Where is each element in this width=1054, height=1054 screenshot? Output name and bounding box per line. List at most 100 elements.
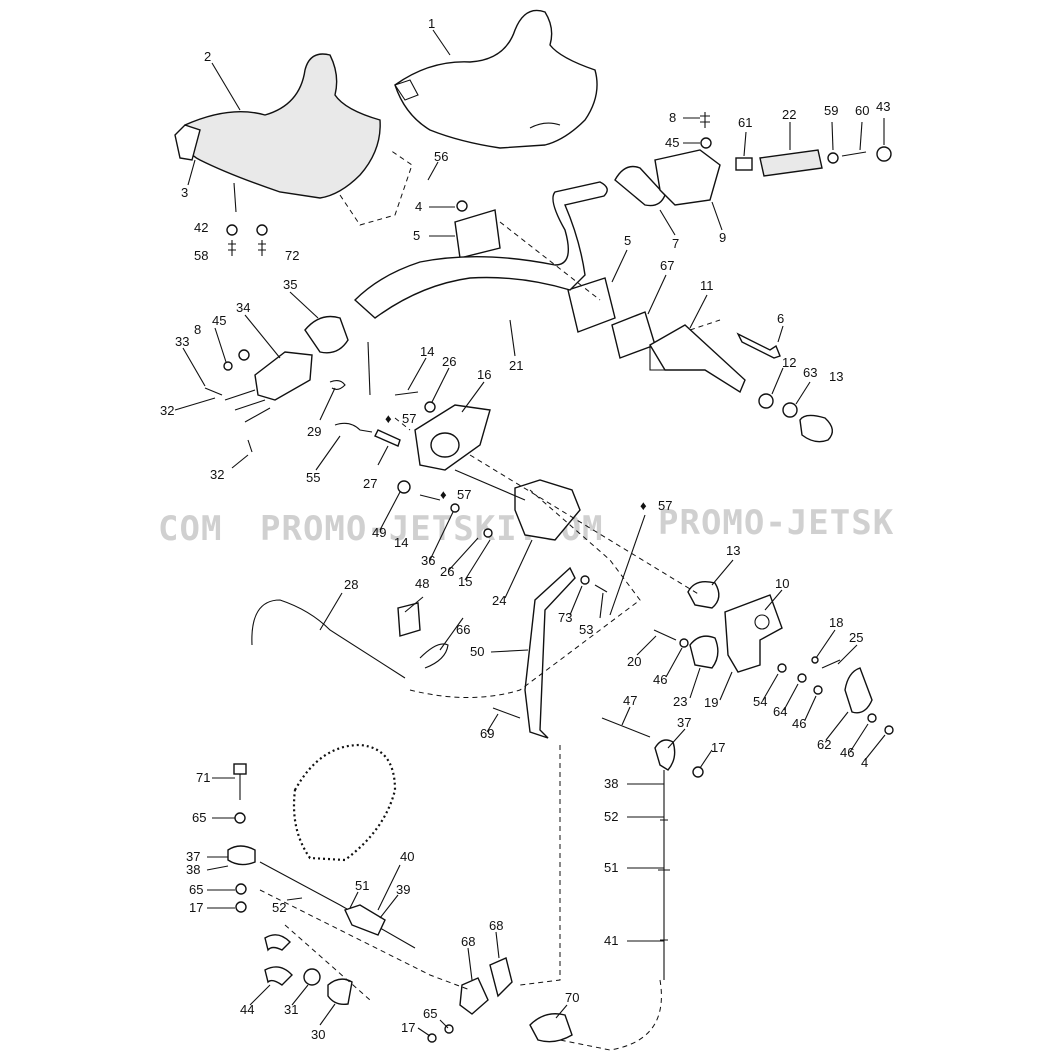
grip-22 <box>759 149 823 177</box>
label-50: 50 <box>470 644 484 659</box>
label-5-upper: 5 <box>413 228 420 243</box>
label-30: 30 <box>311 1027 325 1042</box>
label-61: 61 <box>738 115 752 130</box>
washer-46-left <box>679 638 689 648</box>
nut-4 <box>456 200 468 212</box>
label-52-left: 52 <box>272 900 286 915</box>
washer-42a <box>226 224 238 236</box>
label-27: 27 <box>363 476 377 491</box>
nut-17-right <box>692 766 704 778</box>
parts-art <box>174 9 894 1051</box>
label-62: 62 <box>817 737 831 752</box>
steering-cable-51 <box>259 861 416 949</box>
rod-upper <box>367 341 371 396</box>
drop-symbols: ♦ ♦ ♦ <box>385 411 647 513</box>
washer-73 <box>580 575 590 585</box>
clamp-5-lower <box>567 277 616 333</box>
clip-49 <box>397 480 411 494</box>
label-17-right: 17 <box>711 740 725 755</box>
label-33: 33 <box>175 334 189 349</box>
label-28: 28 <box>344 577 358 592</box>
label-41: 41 <box>604 933 618 948</box>
screw-25 <box>821 659 841 669</box>
label-38-right: 38 <box>604 776 618 791</box>
screw-60 <box>841 151 867 157</box>
label-72: 72 <box>285 248 299 263</box>
bolt-71-head <box>233 763 247 775</box>
label-44: 44 <box>240 1002 254 1017</box>
bracket-50 <box>524 566 576 739</box>
label-7: 7 <box>672 236 679 251</box>
drop-icon-2: ♦ <box>440 487 447 502</box>
padding-end-part <box>174 124 201 161</box>
label-64: 64 <box>773 704 787 719</box>
cable-41 <box>658 770 670 980</box>
steering-cover-part <box>394 9 598 149</box>
screw-20 <box>653 629 677 641</box>
label-31: 31 <box>284 1002 298 1017</box>
label-13-lower: 13 <box>726 543 740 558</box>
screw-69 <box>492 707 521 719</box>
rod-middle <box>454 469 526 501</box>
label-51-right: 51 <box>604 860 618 875</box>
washer-59 <box>827 152 839 164</box>
screw-53 <box>594 584 608 593</box>
drop-icon-1: ♦ <box>385 411 392 426</box>
label-38-left: 38 <box>186 862 200 877</box>
label-20: 20 <box>627 654 641 669</box>
drop-icon-3: ♦ <box>640 498 647 513</box>
label-2: 2 <box>204 49 211 64</box>
screw-8-left <box>223 361 233 371</box>
bolt-6 <box>736 332 781 359</box>
label-23: 23 <box>673 694 687 709</box>
label-15: 15 <box>458 574 472 589</box>
washer-65-upper <box>234 812 246 824</box>
half-ring-44 <box>264 966 293 986</box>
label-26-upper: 26 <box>442 354 456 369</box>
housing-34 <box>254 351 313 401</box>
label-67: 67 <box>660 258 674 273</box>
part-labels: 1 2 3 42 58 72 56 4 5 8 45 61 22 59 60 4… <box>160 16 890 1042</box>
label-68-right: 68 <box>489 918 503 933</box>
label-4-upper: 4 <box>415 199 422 214</box>
label-32-lower: 32 <box>210 467 224 482</box>
screw-47 <box>601 717 651 738</box>
label-32-upper: 32 <box>160 403 174 418</box>
label-6: 6 <box>777 311 784 326</box>
clamp-5-upper <box>454 209 501 259</box>
label-3: 3 <box>181 185 188 200</box>
nut-54 <box>777 663 787 673</box>
screw-14-lower <box>419 494 441 501</box>
label-34: 34 <box>236 300 250 315</box>
screw-14-upper <box>394 391 419 396</box>
label-49: 49 <box>372 525 386 540</box>
label-18: 18 <box>829 615 843 630</box>
spring-29 <box>329 379 346 391</box>
grip-end-35 <box>304 315 349 354</box>
label-55: 55 <box>306 470 320 485</box>
pin-27 <box>374 429 401 447</box>
washer-26-upper <box>424 401 436 413</box>
seal-31 <box>303 968 321 986</box>
label-66: 66 <box>456 622 470 637</box>
label-11: 11 <box>700 278 714 293</box>
bushing-23 <box>689 635 719 669</box>
plate-62 <box>844 667 873 714</box>
label-46-left: 46 <box>653 672 667 687</box>
watermark-text-3: PROMO-JETSK <box>658 503 894 543</box>
label-19: 19 <box>704 695 718 710</box>
label-14-upper: 14 <box>420 344 434 359</box>
label-51-left: 51 <box>355 878 369 893</box>
label-65-mid: 65 <box>189 882 203 897</box>
nut-17-left <box>235 901 247 913</box>
clamp-68-right <box>489 957 513 998</box>
label-63: 63 <box>803 365 817 380</box>
label-65-upper: 65 <box>192 810 206 825</box>
washer-12 <box>758 393 774 409</box>
label-39: 39 <box>396 882 410 897</box>
label-48: 48 <box>415 576 429 591</box>
label-26-lower: 26 <box>440 564 454 579</box>
label-52-right: 52 <box>604 809 618 824</box>
